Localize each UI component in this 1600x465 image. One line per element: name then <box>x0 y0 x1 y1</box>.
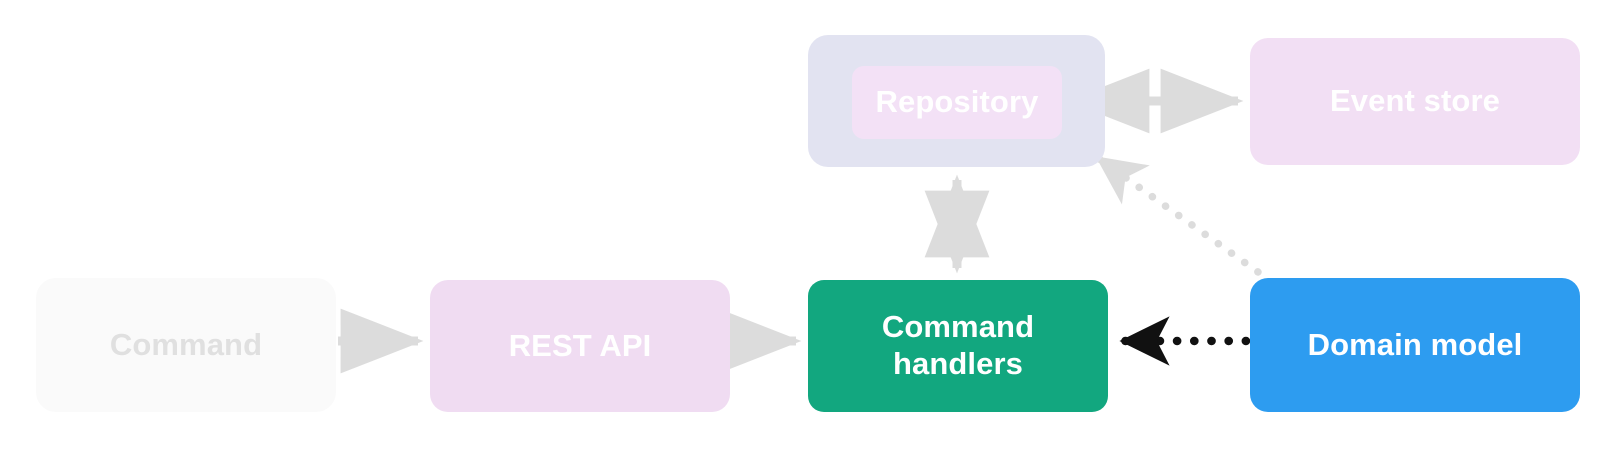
node-repository-label: Repository <box>875 84 1039 120</box>
node-repository[interactable]: Repository <box>852 66 1062 139</box>
node-rest-api[interactable]: REST API <box>430 280 730 412</box>
node-domain-model[interactable]: Domain model <box>1250 278 1580 412</box>
node-command-handlers[interactable]: Command handlers <box>808 280 1108 412</box>
node-event-store[interactable]: Event store <box>1250 38 1580 165</box>
node-event-store-label: Event store <box>1330 83 1500 119</box>
node-command-handlers-label: Command handlers <box>881 309 1035 381</box>
node-rest-api-label: REST API <box>508 327 652 363</box>
node-domain-model-label: Domain model <box>1307 326 1523 362</box>
node-command[interactable]: Command <box>36 278 336 412</box>
edge-domain-model-to-repository <box>1094 154 1262 276</box>
node-command-label: Command <box>109 326 263 362</box>
